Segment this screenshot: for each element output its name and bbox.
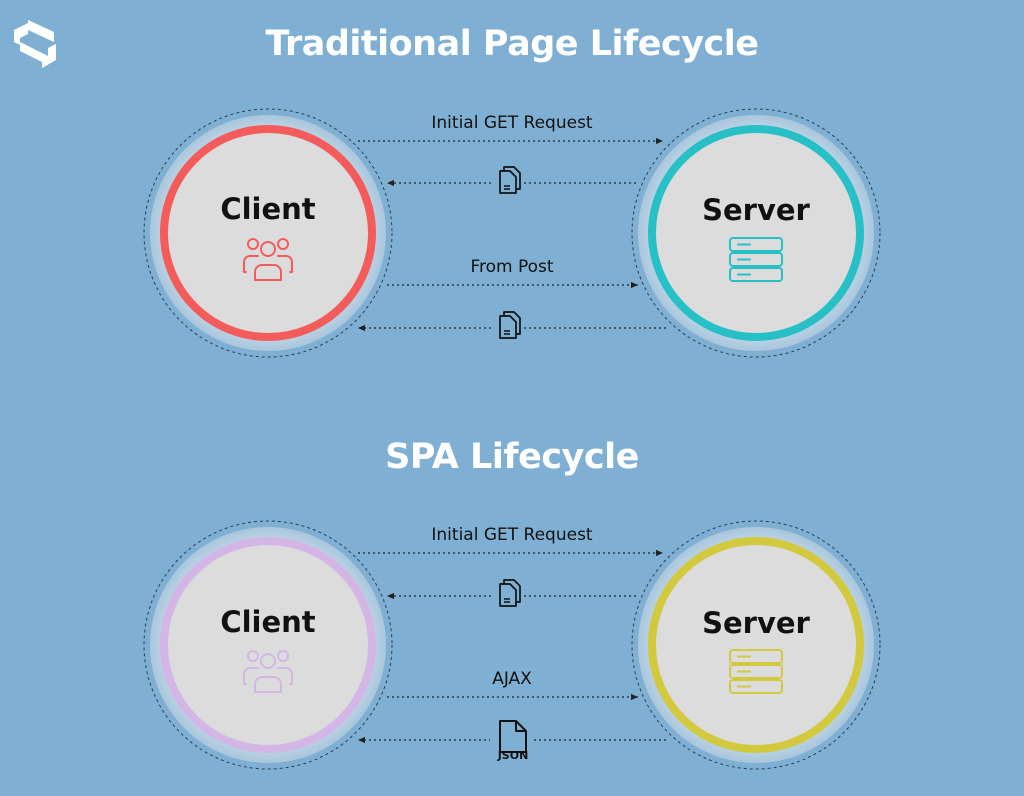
users-icon [243,238,293,281]
documents-icon [492,574,524,607]
server-label: Server [702,606,810,640]
section-spa: JSON [143,520,881,770]
client-halo-outline [143,520,393,770]
documents-icon [492,161,524,194]
users-icon [243,650,293,693]
server-icon [729,649,783,694]
server-node [648,537,864,753]
client-node [160,537,376,753]
server-icon [729,237,783,282]
section-title-spa: SPA Lifecycle [385,437,639,477]
client-label: Client [220,192,316,226]
message-label-initial-get: Initial GET Request [431,113,593,133]
documents-icon [492,306,524,339]
section-traditional [143,108,881,358]
client-halo-outline [143,108,393,358]
server-label: Server [702,193,810,227]
client-node [160,125,376,341]
server-node [648,125,864,341]
server-halo-outline [631,108,881,358]
message-label-ajax: AJAX [492,669,532,689]
section-title-traditional: Traditional Page Lifecycle [265,24,759,64]
client-label: Client [220,605,316,639]
s-logo-icon [14,20,56,68]
message-label-initial-get: Initial GET Request [431,525,593,545]
json-file-icon: JSON [490,716,532,764]
server-halo-outline [631,520,881,770]
message-label-form-post: From Post [470,257,554,277]
json-icon-text: JSON [497,749,529,762]
